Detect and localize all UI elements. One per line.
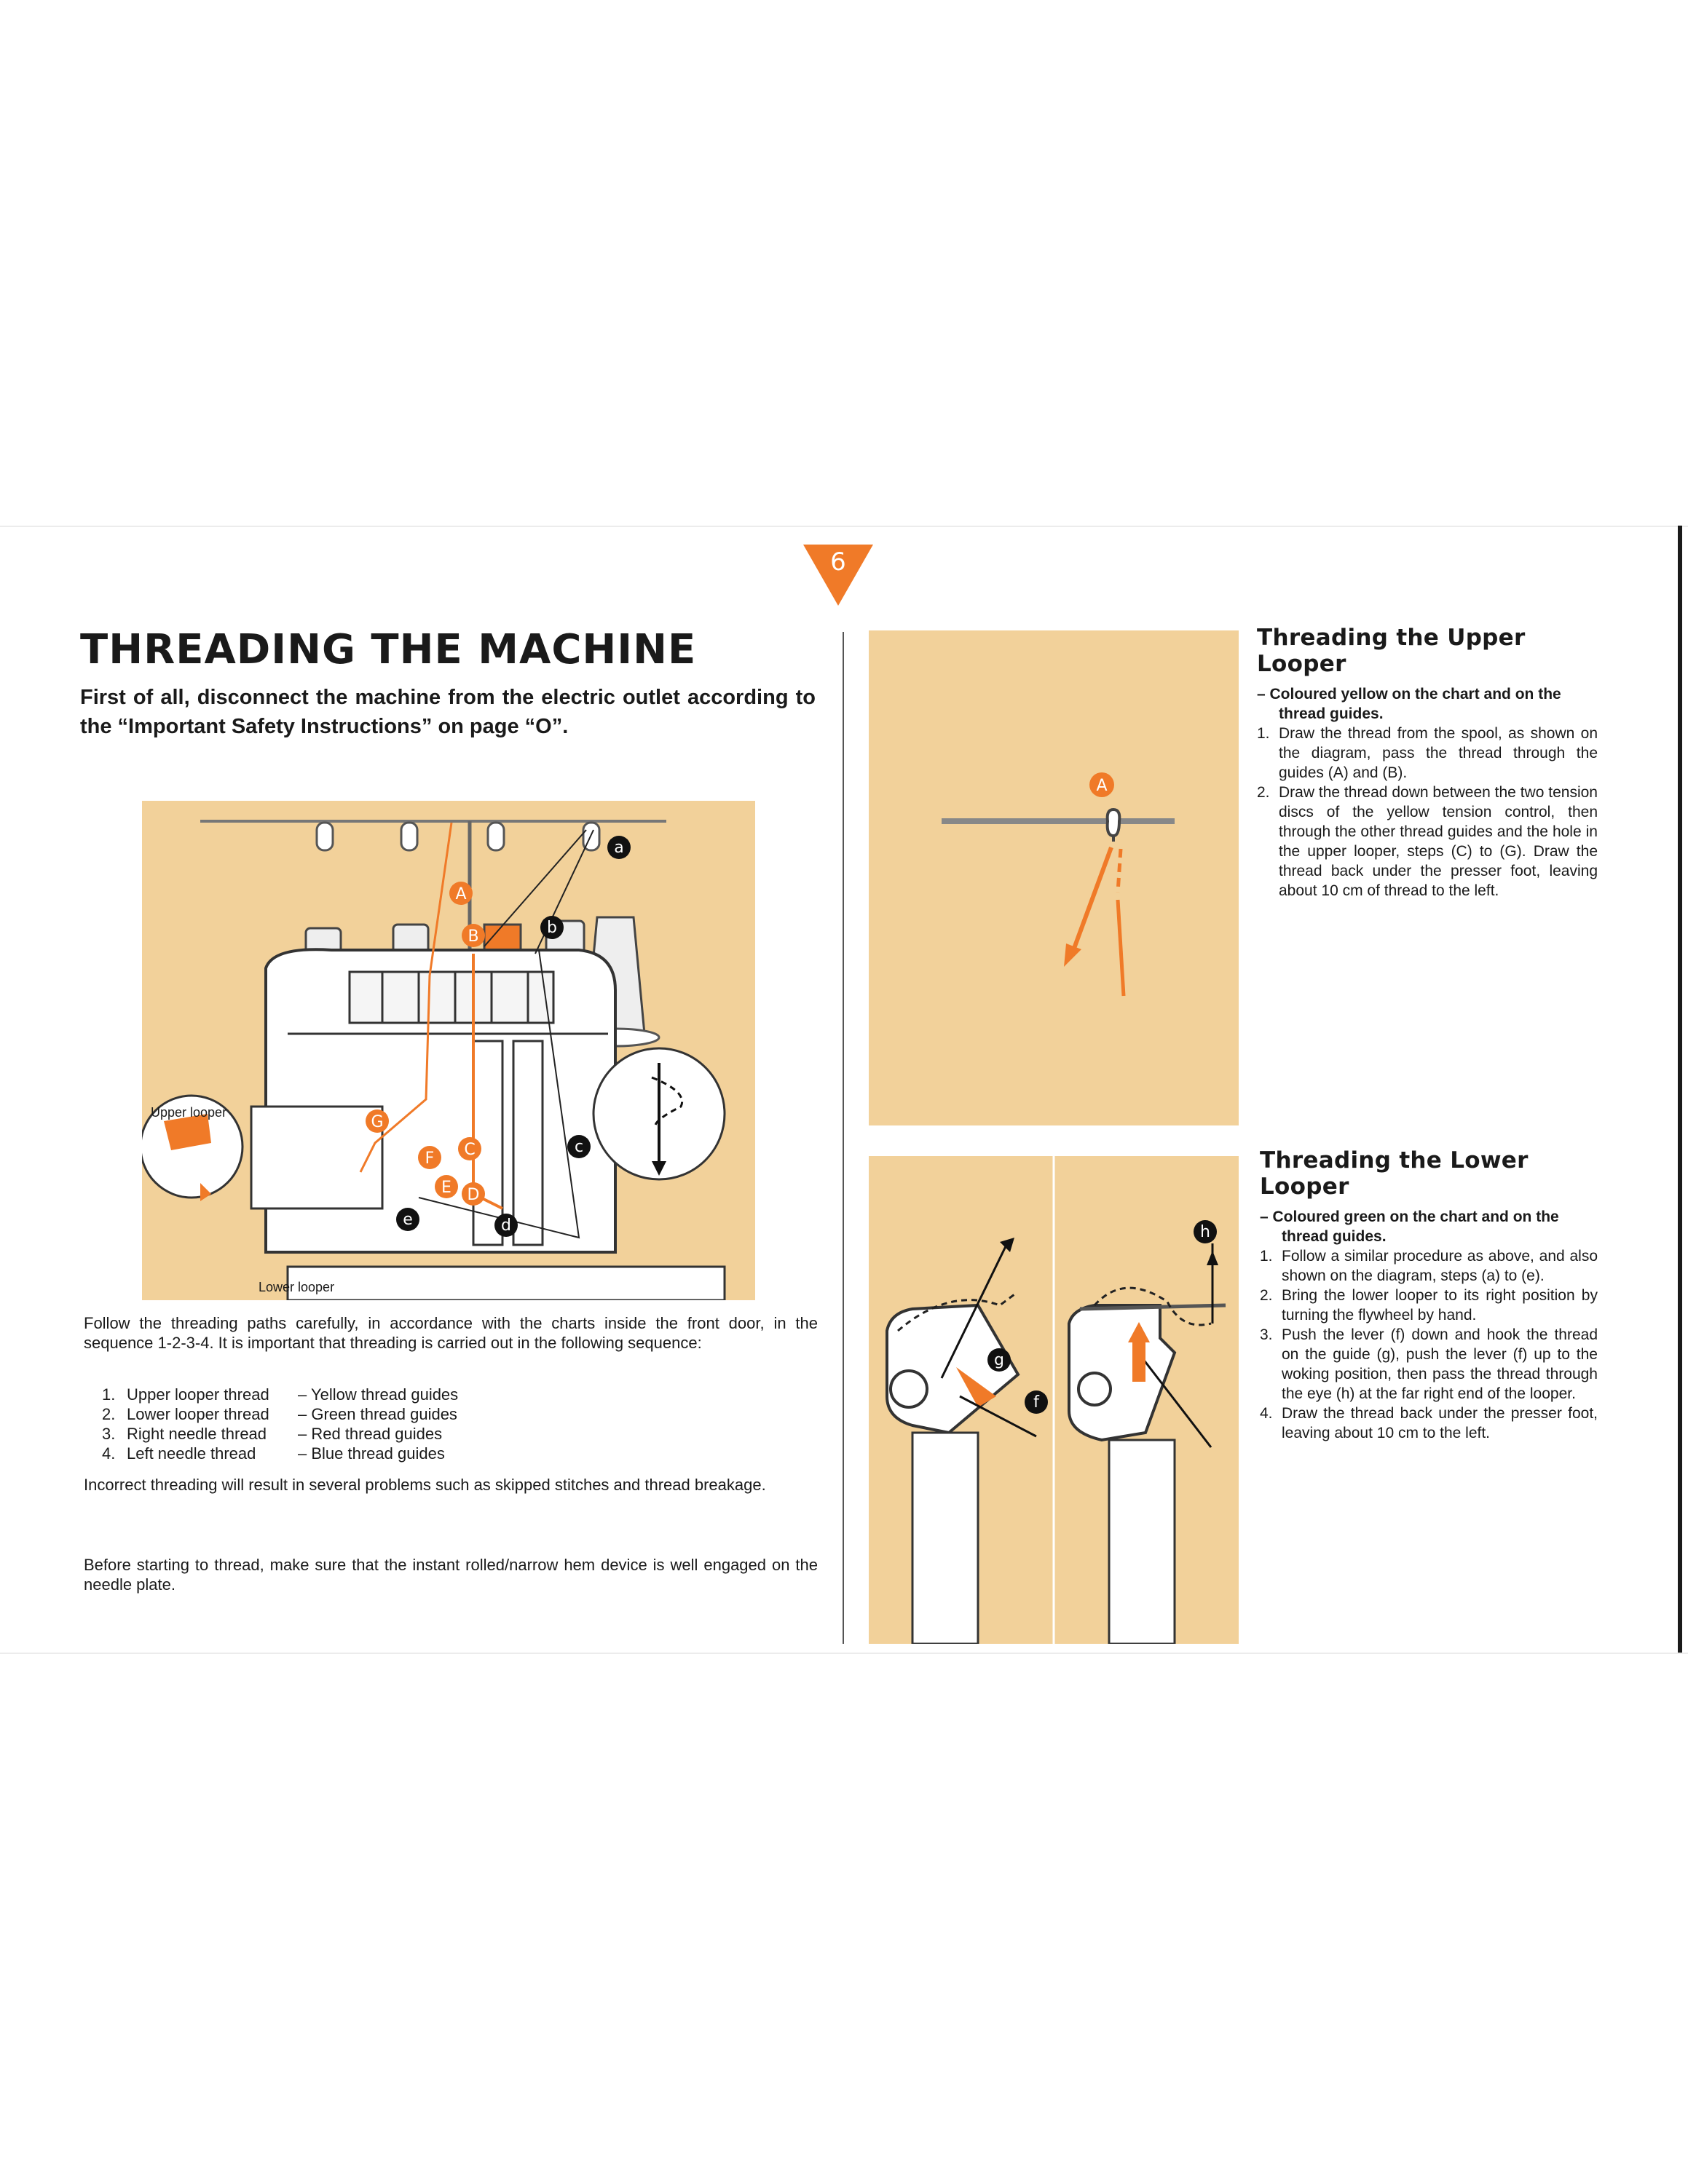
- svg-text:F: F: [425, 1150, 435, 1168]
- machine-threading-illustration: A B C D E F G a b c d e Upper looper Low…: [142, 801, 755, 1300]
- lower-looper-label: Lower looper: [259, 1280, 335, 1294]
- upper-step: 1. Draw the thread from the spool, as sh…: [1257, 725, 1598, 781]
- svg-text:G: G: [371, 1113, 383, 1131]
- marker-h: h: [1200, 1223, 1210, 1241]
- svg-text:a: a: [614, 839, 623, 857]
- threading-sequence-list: 1. Upper looper thread – Yellow thread g…: [102, 1385, 458, 1463]
- lower-step: 1. Follow a similar procedure as above, …: [1260, 1248, 1598, 1284]
- page-number-badge: [803, 545, 873, 606]
- svg-text:B: B: [468, 927, 478, 946]
- follow-instructions-text: Follow the threading paths carefully, in…: [84, 1314, 818, 1352]
- upper-looper-label: Upper looper: [151, 1105, 227, 1120]
- top-rule: [0, 526, 1688, 527]
- page-title: THREADING THE MACHINE: [80, 626, 697, 673]
- lower-step: 4. Draw the thread back under the presse…: [1260, 1405, 1598, 1441]
- marker-g: g: [994, 1351, 1004, 1369]
- svg-text:A: A: [455, 885, 466, 903]
- lower-looper-section: Threading the Lower Looper – Coloured gr…: [1260, 1147, 1598, 1443]
- upper-looper-section: Threading the Upper Looper – Coloured ye…: [1257, 625, 1598, 901]
- svg-text:D: D: [468, 1186, 480, 1204]
- incorrect-threading-text: Incorrect threading will result in sever…: [84, 1476, 766, 1494]
- before-threading-text: Before starting to thread, make sure tha…: [84, 1556, 818, 1594]
- column-divider: [843, 632, 844, 1644]
- sequence-item: 1. Upper looper thread – Yellow thread g…: [102, 1385, 459, 1404]
- svg-text:b: b: [547, 919, 557, 937]
- page-edge: [1678, 526, 1682, 1653]
- bottom-rule: [0, 1653, 1688, 1654]
- sequence-item: 3. Right needle thread – Red thread guid…: [102, 1425, 443, 1443]
- sequence-item: 4. Left needle thread – Blue thread guid…: [102, 1444, 445, 1463]
- lower-step: 3. Push the lever (f) down and hook the …: [1260, 1326, 1598, 1402]
- upper-looper-guide-illustration: A: [869, 630, 1239, 1125]
- lower-step: 2. Bring the lower looper to its right p…: [1260, 1287, 1598, 1324]
- upper-looper-subtitle: – Coloured yellow on the chart and on th…: [1257, 686, 1561, 722]
- upper-looper-heading: Threading the Upper Looper: [1257, 625, 1526, 677]
- svg-text:E: E: [441, 1179, 451, 1197]
- svg-text:C: C: [464, 1141, 475, 1159]
- lower-looper-guide-illustration: g f h: [869, 1156, 1239, 1644]
- sequence-item: 2. Lower looper thread – Green thread gu…: [102, 1405, 457, 1423]
- svg-text:d: d: [501, 1216, 511, 1235]
- page-number: 6: [830, 547, 846, 577]
- marker-f: f: [1033, 1393, 1040, 1412]
- svg-text:e: e: [403, 1211, 413, 1229]
- svg-text:c: c: [575, 1138, 583, 1156]
- lower-looper-subtitle: – Coloured green on the chart and on the…: [1260, 1208, 1559, 1245]
- upper-step: 2. Draw the thread down between the two …: [1257, 784, 1598, 899]
- lower-looper-heading: Threading the Lower Looper: [1260, 1147, 1529, 1200]
- intro-text: First of all, disconnect the machine fro…: [80, 686, 816, 738]
- marker-A: A: [1096, 777, 1107, 795]
